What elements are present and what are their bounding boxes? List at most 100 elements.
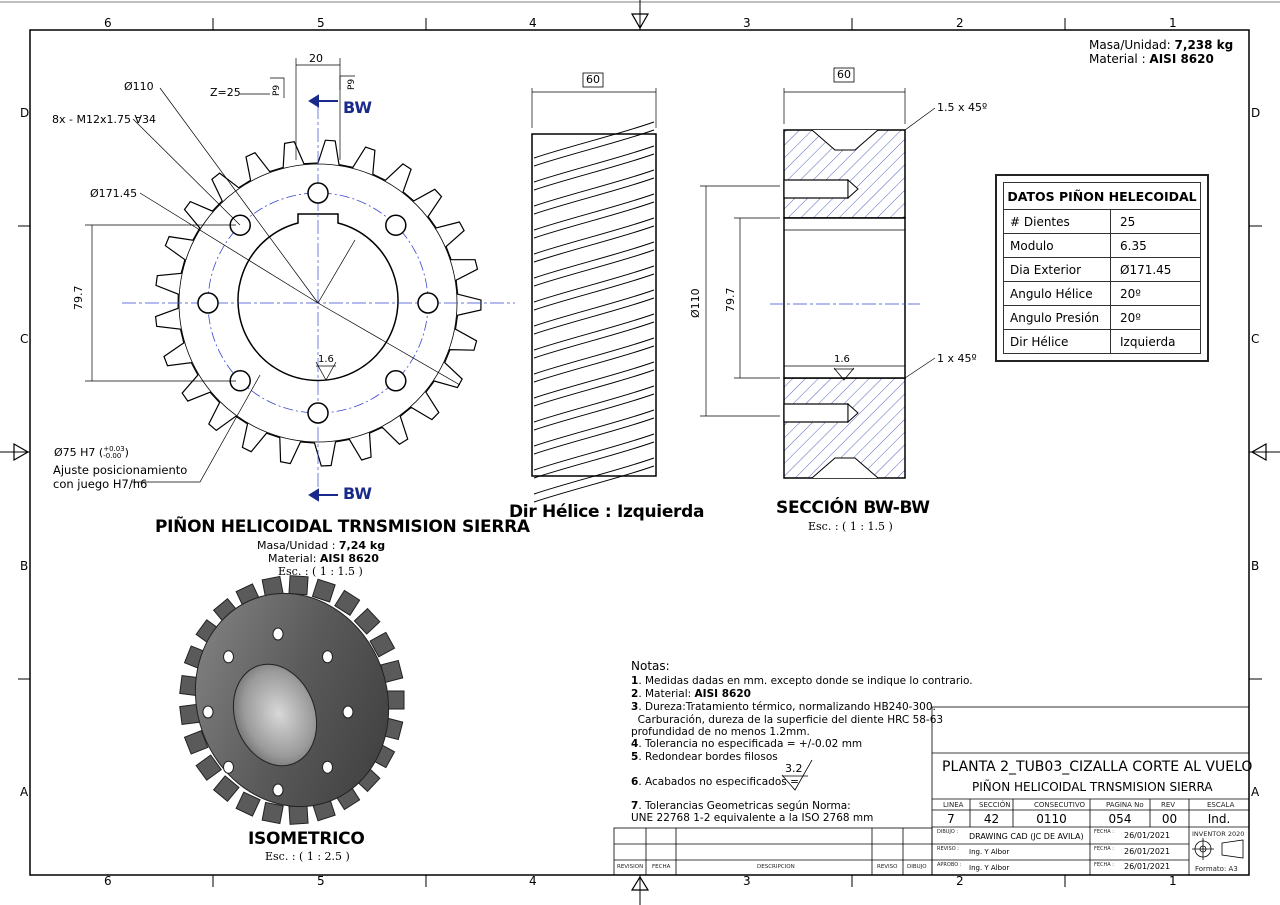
front-view-scale: Esc. : ( 1 : 1.5 ) [278,565,363,578]
iso-tooth [212,775,240,802]
helix-tooth-line [533,241,655,279]
note-6-value: 3.2 [785,762,803,775]
iso-bolt-hole [272,627,284,641]
section-view-title: SECCIÓN BW-BW [776,498,930,518]
dim-p9-b: P9 [347,78,357,90]
v-aprobo: Ing. Y Albor [969,864,1010,872]
iso-bolt-hole [322,760,333,774]
rev-col-dibujo: DIBUJO [907,864,927,870]
helix-tooth-line [533,297,655,335]
helix-tooth-line [533,361,655,399]
side-dim-60: 60 [586,73,600,86]
gear-side-view [531,72,657,503]
rev-col-fecha: FECHA [652,864,671,870]
helix-tooth-line [533,433,655,471]
bolt-hole [385,370,407,392]
iso-tooth [183,729,209,755]
centering-arrows [13,13,1267,891]
fit-note-2: con juego H7/h6 [53,477,148,491]
iso-tooth [235,791,261,817]
helix-tooth-line [533,313,655,351]
grid-row-a: A [20,785,29,799]
helix-tooth-line [533,201,655,239]
helix-tooth-line [533,409,655,447]
grid-row-c: C [20,332,29,346]
section-marker-bottom: BW [343,484,372,503]
h-linea: LINEA [943,801,964,809]
bolt-hole [417,292,439,314]
gear-front-view [122,105,515,500]
helix-tooth-line [533,337,655,375]
dim-d110: Ø110 [124,80,154,93]
mass-top: Masa/Unidad: 7,238 kg [1089,38,1234,52]
front-view-material: Material: AISI 8620 [268,552,379,565]
grid-col-1: 1 [1169,16,1177,30]
section-dim-60: 60 [837,68,851,81]
project-title: PLANTA 2_TUB03_CIZALLA CORTE AL VUELO [942,759,1253,775]
helix-tooth-line [533,321,655,359]
helix-tooth-line [533,417,655,455]
rev-col-descripcion: DESCRIPCION [757,864,795,870]
iso-bolt-hole [202,705,214,719]
section-dim-797: 79.7 [724,287,737,313]
dim-d171: Ø171.45 [90,187,138,200]
helix-tooth-line [533,369,655,407]
helix-tooth-line [533,393,655,431]
gear-section-view [700,67,936,479]
note-2: 2. Material: AISI 8620 [631,688,751,700]
dim-p9-a: P9 [272,84,282,96]
notes-title: Notas: [631,659,670,673]
v-escala: Ind. [1207,812,1231,826]
fit-note-1: Ajuste posicionamiento [53,463,188,477]
section-dim-d110: Ø110 [689,288,702,318]
note-7b: UNE 22768 1-2 equivalente a la ISO 2768 … [631,812,874,824]
section-markers [308,94,338,502]
note-3b: Carburación, dureza de la superficie del… [631,714,944,726]
helix-tooth-line [533,273,655,311]
grid-col-3: 3 [743,16,751,30]
iso-tooth [288,804,309,825]
front-view-title: PIÑON HELICOIDAL TRNSMISION SIERRA [155,517,530,537]
v-dibujo: DRAWING CAD (JC DE AVILA) [969,832,1084,841]
note-6: 6. Acabados no especificados = [631,776,799,788]
dim-797: 79.7 [72,285,85,311]
helix-tooth-line [533,457,655,495]
helix-tooth-line [533,441,655,479]
grid-col-2: 2 [956,16,964,30]
helix-tooth-line [533,121,655,159]
l-fecha-1: FECHA : [1094,829,1114,835]
l-reviso: REVISO : [937,846,959,852]
helix-tooth-line [533,153,655,191]
h-escala: ESCALA [1207,801,1235,809]
iso-tooth [369,631,396,658]
helix-tooth-line [533,145,655,183]
part-title: PIÑON HELICOIDAL TRNSMISION SIERRA [972,780,1213,794]
helix-tooth-line [533,217,655,255]
helix-tooth-line [533,129,655,167]
h-rev: REV [1161,801,1176,809]
v-pagina: 054 [1108,812,1132,826]
dim-bore: Ø75 H7 (+0.03-0.00) [54,445,129,460]
grid-col-3-bottom: 3 [743,874,751,888]
grid-col-4: 4 [529,16,537,30]
iso-tooth [288,575,309,596]
grid-col-1-bottom: 1 [1169,874,1177,888]
helix-tooth-line [533,465,655,503]
helix-tooth-line [533,193,655,231]
bolt-hole [385,214,407,236]
helix-tooth-line [533,385,655,423]
rev-col-reviso: REVISO [877,864,898,870]
h-pagina: PAGINA No [1106,801,1144,809]
note-3c: profundidad de no menos 1.2mm. [631,726,810,738]
isometric-scale: Esc. : ( 1 : 2.5 ) [265,850,350,863]
v-consecutivo: 0110 [1036,812,1067,826]
grid-row-d-right: D [1251,106,1261,120]
rev-col-revision: REVISION [617,864,644,870]
l-aprobo: APROBO : [937,862,962,868]
helix-direction-label: Dir Hélice : Izquierda [509,502,705,522]
